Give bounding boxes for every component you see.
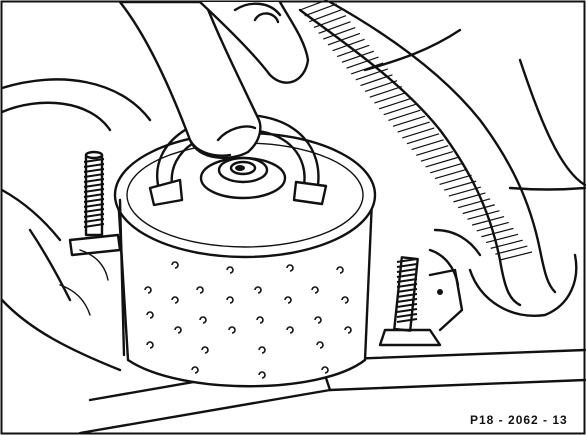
corrugated-hose <box>298 0 578 317</box>
figure-reference-code: P18 - 2062 - 13 <box>470 413 568 427</box>
hand <box>118 0 310 159</box>
left-stud <box>68 150 122 257</box>
right-stud <box>378 256 464 347</box>
oil-filter <box>113 131 377 388</box>
